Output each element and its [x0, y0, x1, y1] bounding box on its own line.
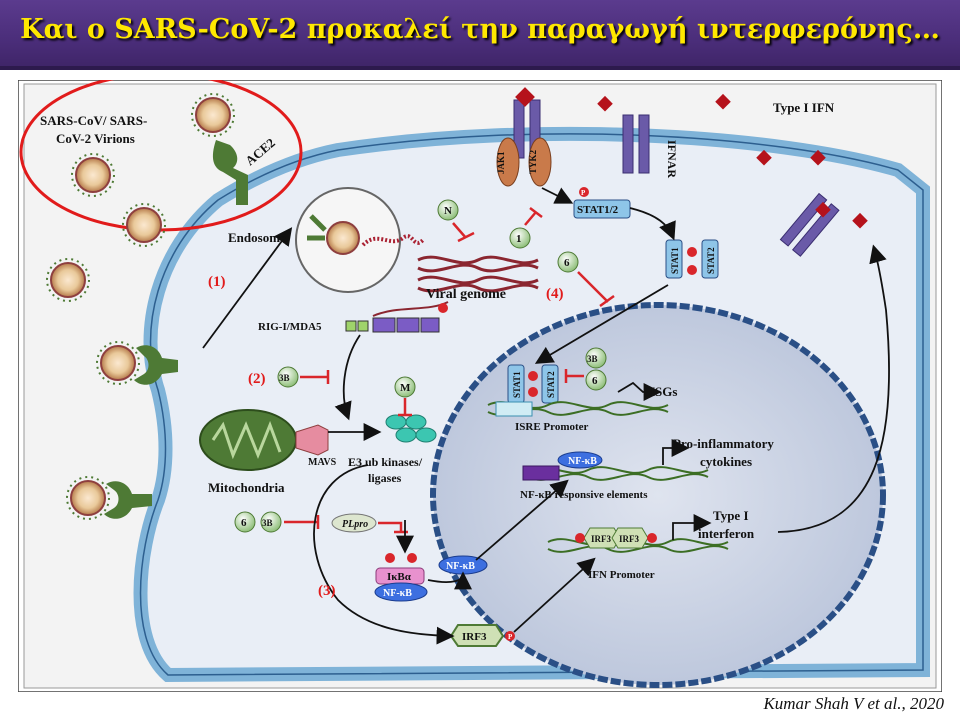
protein-6-top-label: 6	[564, 257, 570, 269]
protein-1	[509, 227, 531, 249]
isre-dna	[487, 401, 669, 417]
isre-label: ISRE Promoter	[515, 421, 589, 433]
virions-label-line2: CoV-2 Virions	[56, 131, 135, 146]
jak1-kinase	[496, 137, 520, 187]
stat1-nuc-label: STAT1	[512, 371, 522, 398]
signaling-arrows	[202, 187, 891, 645]
ifnar-label: IFNAR	[665, 140, 679, 178]
protein-3b-nuc-label: 3B	[587, 354, 598, 364]
protein-6-lower-label: 6	[241, 517, 247, 529]
plpro-protein	[331, 513, 377, 533]
typei-label-line1: Type I	[713, 508, 749, 523]
e3-label-line2: ligases	[368, 471, 402, 485]
protein-m-label: M	[400, 382, 411, 394]
step-2: (2)	[248, 371, 266, 387]
protein-n	[437, 199, 459, 221]
irf3-cyto-label: IRF3	[462, 631, 487, 643]
irf3-nuc-label-2: IRF3	[619, 534, 639, 544]
sars-cov-2-interferon-diagram: SARS-CoV/ SARS- CoV-2 Virions ACE2 Endos…	[18, 80, 942, 692]
virion-4	[46, 258, 90, 302]
virion-5	[96, 341, 140, 385]
proinf-label-line2: cytokines	[700, 454, 752, 469]
protein-6-nuc-label: 6	[592, 375, 598, 387]
virion-1	[191, 93, 235, 137]
nfkb-elements-label: NF-κB responsive elements	[520, 489, 648, 501]
nucleus	[430, 302, 886, 688]
virion-3	[122, 203, 166, 247]
proinf-label-line1: Pro-inflammatory	[673, 436, 774, 451]
nfkb-dna	[522, 451, 709, 481]
protein-6-lower	[234, 511, 256, 533]
mavs-label: MAVS	[308, 457, 337, 468]
virion-2	[71, 153, 115, 197]
ifnar-receptor-2	[622, 114, 650, 174]
protein-3b-step2	[277, 366, 299, 388]
rig-i-mda5-complex	[345, 301, 449, 333]
protein-n-label: N	[444, 205, 452, 217]
isgs-label: ISGs	[650, 384, 677, 399]
protein-1-label: 1	[516, 233, 522, 245]
endosome-label: Endosome	[228, 230, 286, 245]
viral-genome-label: Viral genome	[426, 287, 506, 302]
ifn-promoter-label: IFN Promoter	[588, 569, 655, 581]
e3-label-line1: E3 ub kinases/	[348, 455, 423, 469]
stat-dimer-nucleus	[507, 364, 559, 404]
irf3-nuc-label-1: IRF3	[591, 534, 611, 544]
stat-dimer-cytoplasm	[665, 239, 719, 279]
slide-title: Και ο SARS-CoV-2 προκαλεί την παραγωγή ι…	[20, 14, 940, 45]
protein-3b-nucleus	[585, 347, 607, 369]
ace2-receptor-mid	[134, 345, 178, 385]
e3-ub-kinases	[385, 414, 437, 443]
protein-3b-lower-label: 3B	[262, 518, 273, 528]
endosome-virion	[307, 214, 360, 255]
ace2-receptor-top	[212, 140, 248, 205]
inhibition-marks	[284, 207, 615, 534]
step-1: (1)	[208, 274, 226, 290]
ace2-receptor-low	[104, 481, 152, 519]
plpro-label: PLpro	[342, 519, 368, 530]
stat12-label: STAT1/2	[577, 204, 619, 216]
nfkb-nuc-label: NF-κB	[568, 456, 597, 467]
protein-6-nucleus	[585, 369, 607, 391]
virion-6	[66, 476, 110, 520]
stat12-phospho	[579, 187, 589, 197]
citation: Kumar Shah V et al., 2020	[763, 694, 944, 713]
virions-label-line1: SARS-CoV/ SARS-	[40, 113, 147, 128]
ikba-label: IκBα	[387, 571, 412, 583]
tyk2-label: TYK2	[528, 149, 538, 174]
jak1-label: JAK1	[496, 151, 506, 174]
title-bar: Και ο SARS-CoV-2 προκαλεί την παραγωγή ι…	[0, 0, 960, 70]
ifn-dna	[547, 527, 729, 553]
stat2-nuc-label: STAT2	[546, 371, 556, 398]
tyk2-kinase	[528, 137, 552, 187]
nfkb-free-label: NF-κB	[446, 561, 475, 572]
nfkb-complex-label: NF-κB	[383, 588, 412, 599]
rig-label: RIG-I/MDA5	[258, 321, 322, 333]
cell-membrane-outline	[139, 133, 924, 676]
type1-ifn-label: Type I IFN	[773, 100, 835, 115]
ikba-nfkb-complex	[374, 553, 428, 602]
protein-3b-lower	[260, 511, 282, 533]
step-3: (3)	[318, 583, 336, 599]
viral-genome	[417, 255, 539, 293]
step-4: (4)	[546, 286, 564, 302]
mitochondria	[199, 409, 329, 471]
protein-3b-step2-label: 3B	[279, 373, 290, 383]
mitochondria-label: Mitochondria	[208, 480, 285, 495]
typei-label-line2: interferon	[698, 526, 755, 541]
protein-m	[394, 376, 416, 398]
p-label-irf3: P	[508, 633, 513, 641]
stat12-box	[573, 199, 631, 219]
protein-6-top	[557, 251, 579, 273]
p-label-stat12: P	[581, 189, 586, 197]
ifnar-receptor-3	[779, 192, 840, 257]
stat2-cyto-label: STAT2	[706, 247, 716, 274]
stat1-cyto-label: STAT1	[670, 247, 680, 274]
